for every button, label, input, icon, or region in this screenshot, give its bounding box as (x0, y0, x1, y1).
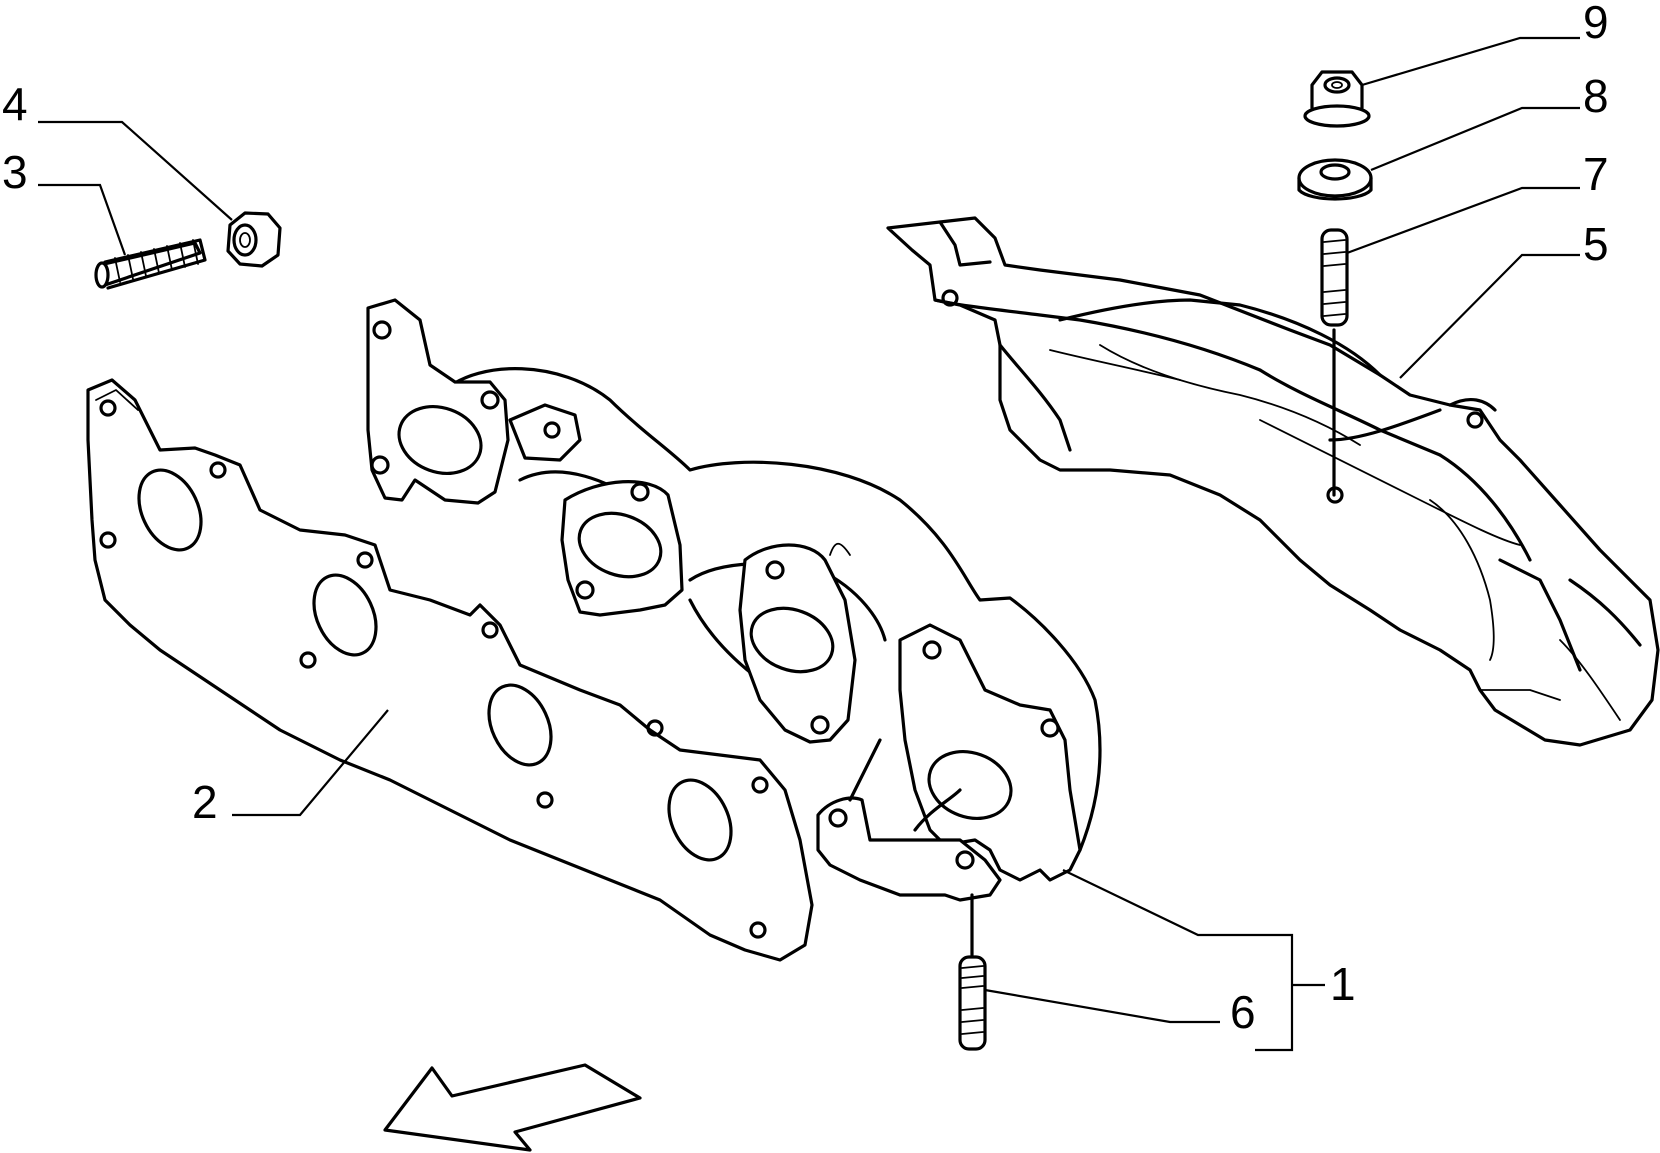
callout-1: 1 (1330, 958, 1356, 1010)
leader-lines (38, 36, 1580, 1052)
washer-8-part[interactable] (1297, 158, 1373, 201)
callout-6: 6 (1230, 986, 1256, 1038)
flange-nut-9-part[interactable] (1303, 70, 1371, 128)
stud-6-part[interactable] (958, 893, 987, 1051)
exhaust-manifold-part[interactable] (366, 298, 1102, 902)
callout-8: 8 (1583, 70, 1609, 122)
stud-7-part[interactable] (1320, 228, 1349, 497)
callout-9: 9 (1583, 0, 1609, 48)
callout-3: 3 (2, 146, 28, 198)
heat-shield-part[interactable] (886, 216, 1660, 747)
callout-7: 7 (1583, 148, 1609, 200)
nut-4-part[interactable] (226, 211, 282, 268)
callout-5: 5 (1583, 218, 1609, 270)
callout-4: 4 (2, 78, 28, 130)
callout-2: 2 (192, 776, 218, 828)
gasket-part[interactable] (86, 378, 814, 962)
stud-3-part[interactable] (94, 238, 207, 290)
direction-arrow-icon (383, 1063, 642, 1152)
